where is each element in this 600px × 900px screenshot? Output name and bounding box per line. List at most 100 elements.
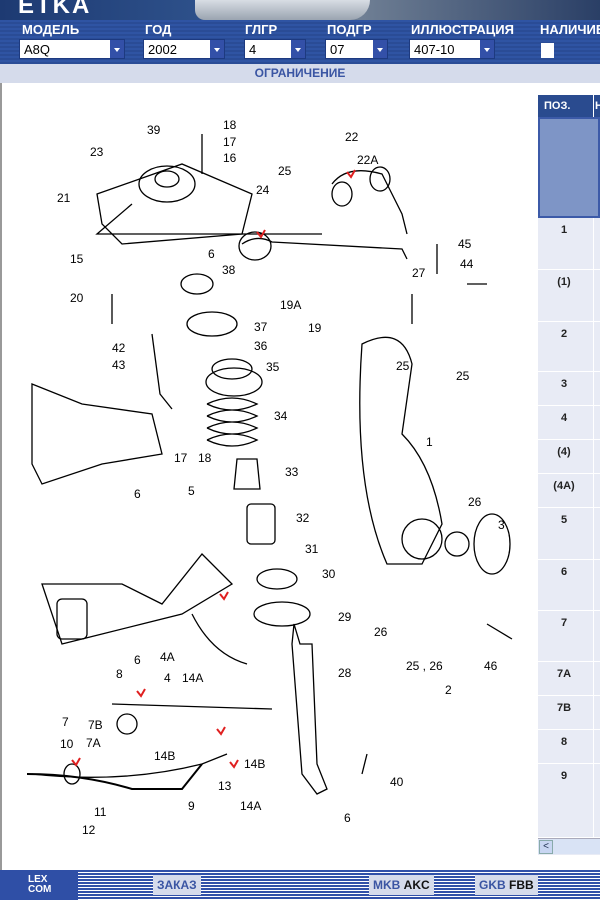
car-image bbox=[195, 0, 370, 20]
callout-61[interactable]: 6 bbox=[344, 811, 351, 825]
order-button[interactable]: ЗАКАЗ bbox=[153, 875, 201, 895]
table-row[interactable]: 7A bbox=[538, 662, 600, 696]
callout-41[interactable]: 4A bbox=[160, 650, 175, 664]
gkb-field: GKB FBB bbox=[475, 875, 538, 895]
callout-11[interactable]: 6 bbox=[208, 247, 215, 261]
callout-24[interactable]: 25 bbox=[396, 359, 410, 373]
callout-0[interactable]: 39 bbox=[147, 123, 161, 137]
callout-45[interactable]: 28 bbox=[338, 666, 352, 680]
availability-checkbox[interactable] bbox=[541, 43, 554, 58]
table-row[interactable]: (4) bbox=[538, 440, 600, 474]
table-row[interactable]: 4 bbox=[538, 406, 600, 440]
chevron-down-icon[interactable] bbox=[290, 40, 305, 58]
callout-16[interactable]: 20 bbox=[70, 291, 84, 305]
callout-50[interactable]: 7B bbox=[88, 718, 103, 732]
callout-49[interactable]: 7 bbox=[62, 715, 69, 729]
table-row[interactable]: 3 bbox=[538, 372, 600, 406]
callout-18[interactable]: 19 bbox=[308, 321, 322, 335]
callout-7[interactable]: 21 bbox=[57, 191, 71, 205]
chevron-down-icon[interactable] bbox=[479, 40, 494, 58]
callout-20[interactable]: 42 bbox=[112, 341, 126, 355]
callout-29[interactable]: 18 bbox=[198, 451, 212, 465]
callout-47[interactable]: 14A bbox=[182, 671, 203, 685]
callout-17[interactable]: 19A bbox=[280, 298, 301, 312]
table-row[interactable]: 2 bbox=[538, 322, 600, 372]
callout-6[interactable]: 23 bbox=[90, 145, 104, 159]
table-row[interactable]: 6 bbox=[538, 560, 600, 611]
chevron-down-icon[interactable] bbox=[209, 40, 224, 58]
callout-32[interactable]: 5 bbox=[188, 484, 195, 498]
table-row[interactable]: 1 bbox=[538, 218, 600, 270]
callout-38[interactable]: 29 bbox=[338, 610, 352, 624]
table-row[interactable]: 5 bbox=[538, 508, 600, 560]
subgroup-select[interactable]: 07 bbox=[325, 39, 388, 59]
illustration-value: 407-10 bbox=[414, 42, 455, 57]
callout-35[interactable]: 3 bbox=[498, 518, 505, 532]
callout-4[interactable]: 25 bbox=[278, 164, 292, 178]
callout-25[interactable]: 25 bbox=[456, 369, 470, 383]
callout-51[interactable]: 7A bbox=[86, 736, 101, 750]
callout-19[interactable]: 37 bbox=[254, 320, 268, 334]
callout-13[interactable]: 45 bbox=[458, 237, 472, 251]
callout-55[interactable]: 13 bbox=[218, 779, 232, 793]
callout-43[interactable]: 25 , 26 bbox=[406, 659, 443, 673]
callout-31[interactable]: 26 bbox=[468, 495, 482, 509]
callout-1[interactable]: 18 bbox=[223, 118, 237, 132]
callout-44[interactable]: 46 bbox=[484, 659, 498, 673]
callout-48[interactable]: 2 bbox=[445, 683, 452, 697]
column-header-name[interactable]: Н bbox=[593, 95, 600, 117]
callout-10[interactable]: 15 bbox=[70, 252, 84, 266]
callout-37[interactable]: 30 bbox=[322, 567, 336, 581]
callout-39[interactable]: 26 bbox=[374, 625, 388, 639]
model-select[interactable]: A8Q bbox=[19, 39, 125, 59]
column-header-position[interactable]: ПОЗ. bbox=[538, 95, 600, 117]
callout-26[interactable]: 34 bbox=[274, 409, 288, 423]
table-row[interactable]: 7 bbox=[538, 611, 600, 662]
restriction-button[interactable]: ОГРАНИЧЕНИЕ bbox=[0, 64, 600, 83]
chevron-down-icon[interactable] bbox=[109, 40, 124, 58]
callout-52[interactable]: 14B bbox=[154, 749, 175, 763]
main-group-select[interactable]: 4 bbox=[244, 39, 306, 59]
illustration-select[interactable]: 407-10 bbox=[409, 39, 495, 59]
selection-toolbar: МОДЕЛЬ A8Q ГОД 2002 ГЛГР 4 ПОДГР 07 ИЛЛЮ… bbox=[0, 20, 600, 64]
callout-30[interactable]: 33 bbox=[285, 465, 299, 479]
callout-53[interactable]: 14B bbox=[244, 757, 265, 771]
table-row[interactable]: (1) bbox=[538, 270, 600, 322]
horizontal-scrollbar[interactable]: < bbox=[538, 838, 600, 854]
callout-42[interactable]: 8 bbox=[116, 667, 123, 681]
callout-28[interactable]: 17 bbox=[174, 451, 188, 465]
callout-27[interactable]: 1 bbox=[426, 435, 433, 449]
callout-2[interactable]: 17 bbox=[223, 135, 237, 149]
callout-56[interactable]: 14A bbox=[240, 799, 261, 813]
callout-33[interactable]: 6 bbox=[134, 487, 141, 501]
callout-15[interactable]: 27 bbox=[412, 266, 426, 280]
callout-57[interactable]: 40 bbox=[390, 775, 404, 789]
callout-21[interactable]: 36 bbox=[254, 339, 268, 353]
callout-9[interactable]: 22A bbox=[357, 153, 378, 167]
callout-36[interactable]: 31 bbox=[305, 542, 319, 556]
chevron-down-icon[interactable] bbox=[372, 40, 387, 58]
callout-46[interactable]: 4 bbox=[164, 671, 171, 685]
callout-58[interactable]: 9 bbox=[188, 799, 195, 813]
callout-8[interactable]: 22 bbox=[345, 130, 359, 144]
table-row[interactable]: 9 bbox=[538, 764, 600, 838]
callout-14[interactable]: 44 bbox=[460, 257, 474, 271]
year-select[interactable]: 2002 bbox=[143, 39, 225, 59]
callout-23[interactable]: 35 bbox=[266, 360, 280, 374]
callout-5[interactable]: 24 bbox=[256, 183, 270, 197]
subgroup-label: ПОДГР bbox=[327, 22, 372, 37]
callout-3[interactable]: 16 bbox=[223, 151, 237, 165]
table-row[interactable]: 8 bbox=[538, 730, 600, 764]
callout-34[interactable]: 32 bbox=[296, 511, 310, 525]
table-row[interactable]: 7B bbox=[538, 696, 600, 730]
callout-54[interactable]: 10 bbox=[60, 737, 74, 751]
table-row[interactable]: (4A) bbox=[538, 474, 600, 508]
callout-22[interactable]: 43 bbox=[112, 358, 126, 372]
callout-40[interactable]: 6 bbox=[134, 653, 141, 667]
callout-12[interactable]: 38 bbox=[222, 263, 236, 277]
row-position: (1) bbox=[557, 276, 571, 288]
callout-59[interactable]: 11 bbox=[94, 805, 107, 819]
scroll-left-icon[interactable]: < bbox=[539, 840, 553, 854]
callout-60[interactable]: 12 bbox=[82, 823, 96, 837]
